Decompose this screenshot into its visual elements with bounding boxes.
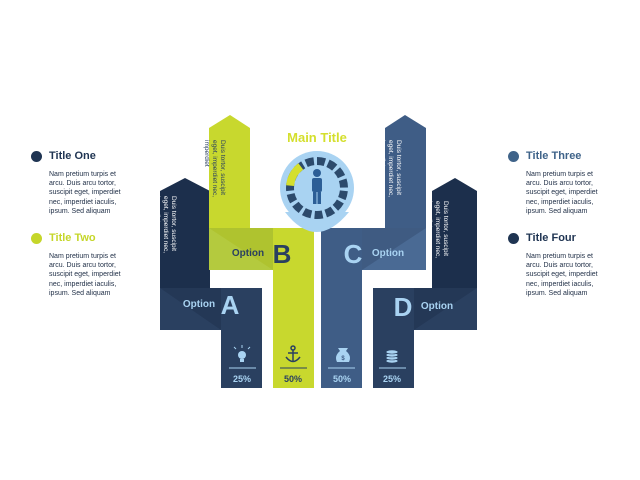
arrow-d-upper-shaft (432, 178, 477, 288)
arrow-c: Duis tortor, suscipiteget, imperdiet nec… (321, 115, 426, 388)
arrow-d-letter: D (394, 292, 413, 322)
arrow-a-option-label: Option (183, 299, 215, 310)
center-badge (280, 151, 354, 232)
arrow-a-lower-shaft (221, 288, 262, 388)
arrow-d-vertical-text: Duis tortor, suscipiteget, imperdiet nec… (426, 201, 449, 258)
arrow-b-option-label: Option (232, 248, 264, 259)
title-four-heading: Title Four (526, 232, 576, 244)
arrow-d: Duis tortor, suscipiteget, imperdiet nec… (373, 178, 477, 388)
arrow-c-option-label: Option (372, 248, 404, 259)
arrow-a: Duis tortor, suscipiteget, imperdiet nec… (154, 178, 262, 388)
coins-stack-icon (385, 349, 399, 364)
arrow-b: Duis tortor, suscipiteget, imperdiet nec… (203, 115, 314, 388)
title-one-bullet-icon (31, 150, 42, 162)
arrow-a-upper-shaft (160, 178, 210, 288)
title-two-heading: Title Two (49, 232, 96, 244)
arrow-c-letter: C (344, 239, 363, 269)
title-three-bullet-icon (508, 150, 519, 162)
progress-ring-accent (285, 157, 348, 220)
arrow-a-vertical-text: Duis tortor, suscipiteget, imperdiet nec… (154, 196, 177, 253)
progress-ring (286, 157, 348, 219)
arrow-d-percent: 25% (383, 374, 401, 384)
person-icon (312, 169, 322, 204)
arrow-d-option-label: Option (421, 301, 453, 312)
title-three-heading: Title Three (526, 150, 582, 162)
arrow-a-percent: 25% (233, 374, 251, 384)
arrow-b-percent: 50% (284, 374, 302, 384)
money-bag-icon: $ (336, 348, 350, 362)
arrow-b-vertical-text: Duis tortor, suscipiteget, imperdiet nec… (203, 140, 226, 197)
main-title: Main Title (287, 130, 347, 145)
svg-text:$: $ (341, 356, 345, 362)
arrow-b-letter: B (273, 239, 292, 269)
title-one-heading: Title One (49, 150, 96, 162)
arrow-c-percent: 50% (333, 374, 351, 384)
arrow-a-letter: A (221, 290, 240, 320)
arrow-d-lower-shaft (373, 288, 414, 388)
arrow-b-upper-shaft (209, 115, 250, 228)
anchor-icon (285, 345, 301, 363)
arrow-c-upper-shaft (385, 115, 426, 228)
title-four-bullet-icon (508, 232, 519, 244)
title-two-bullet-icon (31, 232, 42, 244)
arrow-c-vertical-text: Duis tortor, suscipiteget, imperdiet nec… (379, 140, 402, 197)
lightbulb-icon (233, 345, 251, 362)
